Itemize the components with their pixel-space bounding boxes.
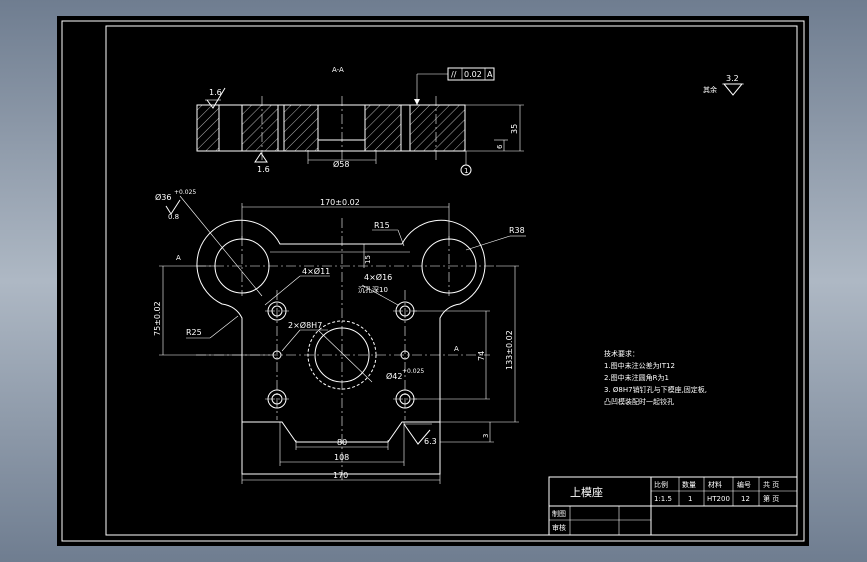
value-sheet: 第 页 (763, 494, 779, 503)
drawn-label: 制图 (552, 509, 566, 518)
section-hatch (283, 104, 319, 152)
part-name: 上模座 (570, 485, 603, 499)
finish-left-text: 1.6 (209, 88, 222, 97)
dim-170: 170 (333, 471, 348, 480)
finish-6-3: 6.3 (424, 437, 437, 446)
hole-left-finish: 0.8 (168, 213, 179, 221)
part-outline (196, 219, 486, 475)
finish-symbol (206, 87, 226, 109)
rest-finish: 其余 3.2 (703, 74, 744, 96)
rest-finish-label: 其余 (703, 85, 717, 94)
finish-bottom-text: 1.6 (257, 165, 270, 174)
section-view: 1.6 1.6 // 0.02 A Ø58 35 6 1 (196, 67, 524, 176)
center-bore-dim: Ø42 (386, 371, 402, 381)
parallel-tolerance: 0.02 (464, 70, 482, 79)
value-number: 12 (741, 495, 750, 503)
dim-75: 75±0.02 (153, 301, 162, 336)
holes-4x16-note: 沉孔深10 (358, 285, 388, 294)
section-hatch (409, 104, 466, 152)
notes-title: 技术要求： (604, 350, 639, 358)
note-line: 凸凹模装配时一起铰孔 (604, 398, 674, 406)
header-number: 编号 (737, 480, 751, 489)
note-line: 2.图中未注圆角R为1 (604, 374, 669, 382)
hole-left-dim: Ø36 (155, 192, 171, 202)
dim-74: 74 (477, 351, 486, 361)
dim-bore: Ø58 (333, 159, 349, 169)
pin-holes-dim: 2×Ø8H7 (288, 320, 322, 330)
outer-frame (61, 20, 805, 542)
dim-170-tol: 170±0.02 (320, 198, 360, 207)
dim-108: 108 (334, 453, 349, 462)
section-label: A-A (332, 66, 344, 74)
radius-38: R38 (509, 226, 525, 235)
dim-step: 6 (496, 144, 504, 149)
note-line: 1.图中未注公差为IT12 (604, 362, 675, 370)
inner-frame (105, 25, 798, 536)
radius-15: R15 (374, 221, 390, 230)
holes-4x16: 4×Ø16 (364, 272, 392, 282)
plan-view: Ø36 +0.025 0.8 170±0.02 R15 R38 15 4×Ø11… (153, 189, 526, 484)
header-qty: 数量 (682, 480, 696, 489)
header-material: 材料 (708, 480, 722, 489)
hole-left-tol: +0.025 (174, 189, 196, 196)
value-qty: 1 (688, 495, 692, 503)
rest-finish-value: 3.2 (726, 74, 739, 83)
section-hatch (241, 104, 279, 152)
center-bore-tol: +0.025 (402, 368, 424, 375)
header-scale: 比例 (654, 480, 668, 489)
parallel-datum: A (487, 70, 493, 79)
drawing-sheet (57, 16, 809, 546)
section-hatch (364, 104, 402, 152)
tolerance-frame (447, 67, 495, 81)
holes-4x11: 4×Ø11 (302, 266, 330, 276)
datum-marker-text: 1 (464, 167, 468, 175)
finish-symbol (254, 152, 268, 163)
dim-height: 35 (510, 124, 519, 134)
section-hatch (196, 104, 220, 152)
dim-80: 80 (337, 438, 347, 447)
technical-notes: 技术要求： 1.图中未注公差为IT12 2.图中未注圆角R为1 3. Ø8H7销… (604, 348, 707, 408)
title-block: 上模座 比例 数量 材料 编号 共 页 1:1.5 1 HT200 12 第 页… (548, 476, 798, 536)
dim-15: 15 (364, 255, 372, 264)
datum-marker (460, 164, 472, 176)
value-scale: 1:1.5 (654, 495, 672, 503)
section-marker: A (176, 254, 181, 262)
header-sheet: 共 页 (763, 480, 779, 489)
parallel-symbol: // (451, 70, 457, 79)
value-material: HT200 (707, 495, 730, 503)
dim-3: 3 (482, 434, 490, 438)
note-line: 3. Ø8H7销钉孔与下模座,固定板, (604, 386, 708, 394)
checked-label: 审核 (552, 523, 566, 532)
radius-25: R25 (186, 328, 202, 337)
dim-133: 133±0.02 (505, 330, 514, 370)
section-marker: A (454, 345, 459, 353)
